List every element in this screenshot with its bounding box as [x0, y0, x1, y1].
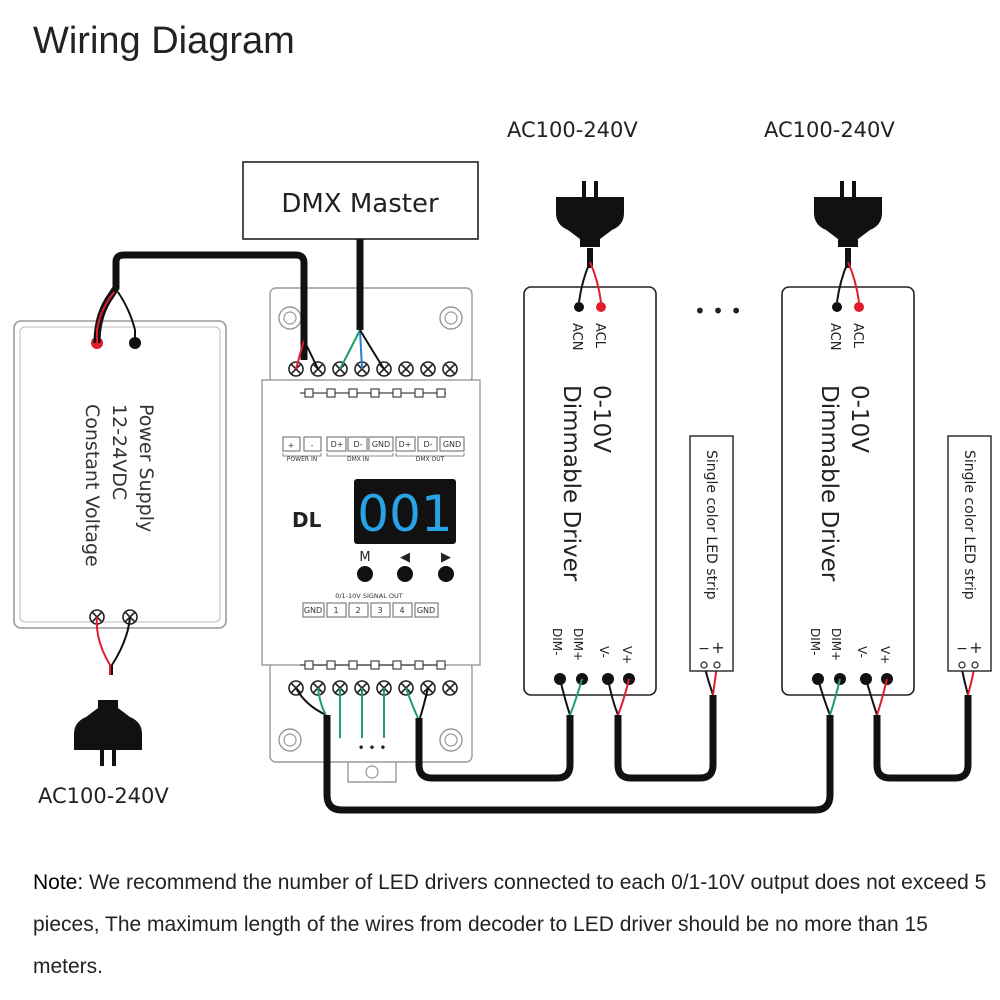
dmx-master-label: DMX Master [281, 189, 439, 219]
signal-terminal-label: 3 [377, 606, 382, 615]
led-strip-label: Single color LED strip [961, 450, 977, 600]
led-strip-minus: − [698, 641, 710, 657]
driver-dim-plus: DIM+ [829, 628, 843, 661]
signal-out-label: 0/1-10V SIGNAL OUT [335, 592, 403, 600]
dmx-decoder: + - D+ D- GND D+ D- GND POWER IN DMX IN … [261, 287, 481, 783]
decoder-display-value: 001 [357, 485, 452, 543]
driver-acn-label: ACN [569, 323, 584, 350]
signal-terminal-label: 2 [355, 606, 360, 615]
terminal-label: D+ [399, 440, 412, 449]
left-button[interactable] [397, 566, 413, 582]
decoder-display [354, 479, 456, 544]
terminal-label: GND [443, 440, 461, 449]
note-paragraph: Note: We recommend the number of LED dri… [33, 862, 993, 988]
led-strip-plus: + [969, 638, 982, 657]
terminal-label: D- [353, 440, 362, 449]
note-label: Note: [33, 871, 84, 894]
page-title: Wiring Diagram [33, 20, 295, 62]
signal-terminal-label: GND [304, 606, 322, 615]
signal-terminal-label: 1 [333, 606, 338, 615]
driver-dim-minus: DIM- [808, 628, 822, 655]
driver-name-label: Dimmable Driver [816, 385, 842, 582]
led-strip: Single color LED strip − + [947, 435, 992, 672]
power-plug-icon [812, 179, 884, 249]
button-label-m: M [359, 550, 370, 565]
driver-v-minus: V- [597, 646, 611, 658]
led-strip-plus: + [711, 638, 724, 657]
power-plug-icon [72, 698, 144, 768]
power-plug-icon [554, 179, 626, 249]
driver-name-label: Dimmable Driver [558, 385, 584, 582]
button-label-right: ▶ [441, 550, 451, 565]
driver-acl-label: ACL [850, 323, 865, 349]
power-supply-line1: Power Supply [135, 404, 157, 532]
button-label-left: ◀ [400, 550, 410, 565]
driver-ac-label: AC100-240V [507, 118, 638, 142]
driver-type-label: 0-10V [588, 385, 614, 453]
wiring-diagram: DMX Master Power Supply 12-24VDC Constan… [13, 118, 992, 814]
decoder-ellipsis: • • • [358, 741, 387, 755]
power-supply-ac-label: AC100-240V [38, 784, 169, 808]
terminal-label: D- [423, 440, 432, 449]
power-supply-line3: Constant Voltage [81, 404, 103, 567]
note-text: We recommend the number of LED drivers c… [33, 871, 987, 978]
terminal-label: + [288, 441, 295, 450]
driver-v-plus: V+ [878, 646, 892, 664]
mode-button[interactable] [357, 566, 373, 582]
led-strip: Single color LED strip − + [689, 435, 734, 672]
led-strip-minus: − [956, 641, 968, 657]
driver-v-minus: V- [855, 646, 869, 658]
group-label-power-in: POWER IN [287, 456, 317, 463]
group-label-dmx-in: DMX IN [347, 456, 369, 463]
driver-dim-minus: DIM- [550, 628, 564, 655]
terminal-label: - [311, 441, 314, 450]
terminal-label: D+ [331, 440, 344, 449]
more-drivers-ellipsis: • • • [694, 299, 742, 323]
terminal-label: GND [372, 440, 390, 449]
right-button[interactable] [438, 566, 454, 582]
power-supply: Power Supply 12-24VDC Constant Voltage [13, 320, 227, 629]
power-supply-line2: 12-24VDC [108, 404, 130, 500]
driver-dim-plus: DIM+ [571, 628, 585, 661]
driver-acl-label: ACL [592, 323, 607, 349]
dimmable-driver: ACN ACL 0-10V Dimmable Driver DIM- DIM+ … [523, 286, 657, 696]
driver-ac-label: AC100-240V [764, 118, 895, 142]
led-strip-label: Single color LED strip [703, 450, 719, 600]
dimmable-driver: ACN ACL 0-10V Dimmable Driver DIM- DIM+ … [781, 286, 915, 696]
driver-acn-label: ACN [827, 323, 842, 350]
driver-type-label: 0-10V [846, 385, 872, 453]
driver-v-plus: V+ [620, 646, 634, 664]
group-label-dmx-out: DMX OUT [416, 456, 445, 463]
signal-terminal-label: 4 [399, 606, 404, 615]
signal-terminal-label: GND [417, 606, 435, 615]
decoder-model: DL [292, 508, 322, 532]
dmx-master: DMX Master [242, 161, 479, 240]
